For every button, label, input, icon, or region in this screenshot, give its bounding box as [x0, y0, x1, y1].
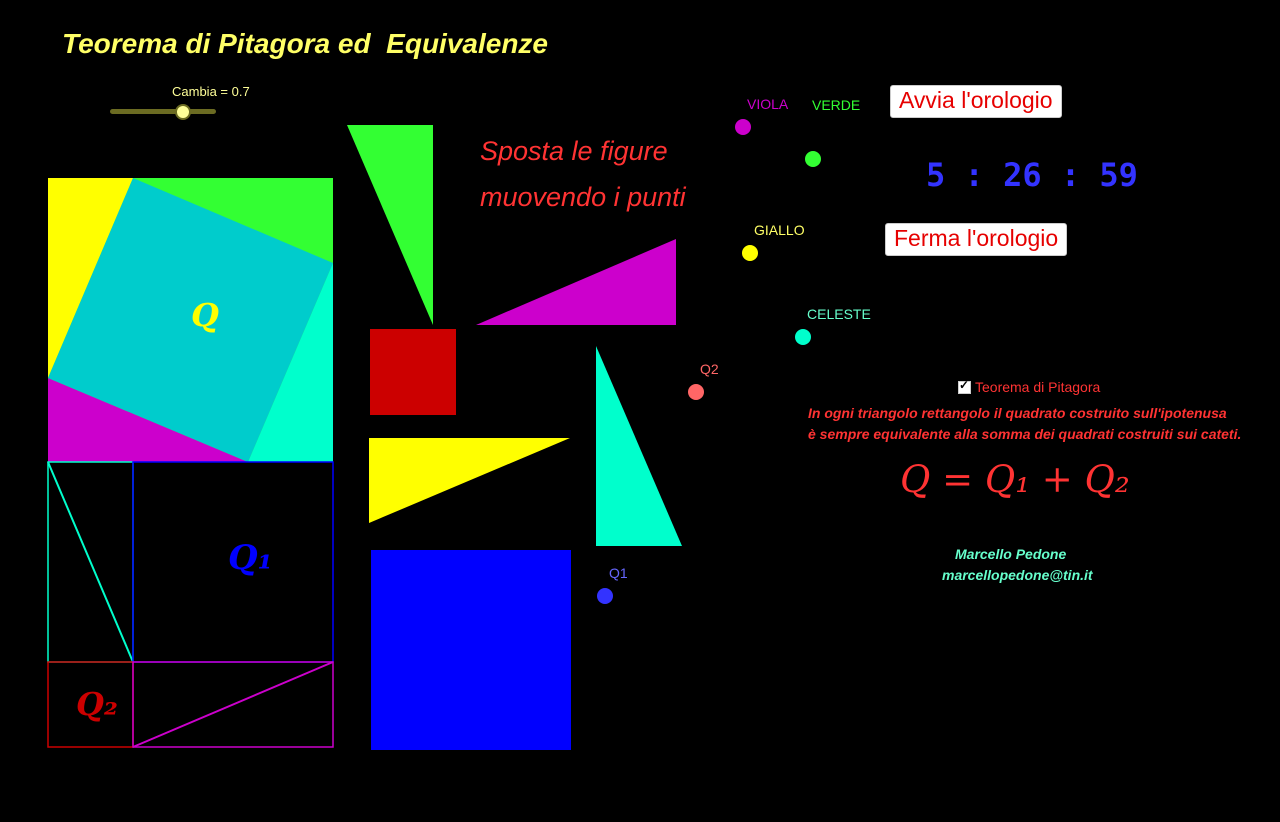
theorem-formula: Q = Q₁ + Q₂ — [900, 458, 1130, 501]
author-email: marcellopedone@tin.it — [942, 567, 1093, 583]
aqua-triangle[interactable] — [596, 346, 682, 546]
point-viola[interactable] — [735, 119, 751, 135]
point-q1[interactable] — [597, 588, 613, 604]
theorem-checkbox-row[interactable]: Teorema di Pitagora — [958, 378, 1101, 395]
aqua-diagonal — [47, 461, 134, 663]
instructions-line1: Sposta le figure — [480, 136, 668, 166]
instructions-line2: muovendo i punti — [480, 182, 686, 212]
blue-square-q1[interactable] — [371, 550, 571, 750]
author-name: Marcello Pedone — [955, 546, 1067, 562]
point-label-giallo: GIALLO — [754, 222, 805, 238]
red-square-q2[interactable] — [370, 329, 456, 415]
instructions: Sposta le figure muovendo i punti — [480, 128, 686, 220]
theorem-description: In ogni triangolo rettangolo il quadrato… — [808, 403, 1241, 445]
start-clock-button[interactable]: Avvia l'orologio — [890, 85, 1062, 118]
point-giallo[interactable] — [742, 245, 758, 261]
point-label-viola: VIOLA — [747, 96, 789, 112]
label-q1: Q₁ — [228, 538, 273, 578]
theorem-description-line2: è sempre equivalente alla somma dei quad… — [808, 426, 1242, 442]
label-q2: Q₂ — [76, 685, 118, 723]
theorem-checkbox-label: Teorema di Pitagora — [975, 379, 1101, 395]
point-label-q1: Q1 — [609, 565, 628, 581]
point-label-verde: VERDE — [812, 97, 861, 113]
point-q2[interactable] — [688, 384, 704, 400]
label-q: Q — [191, 296, 219, 334]
slider-track[interactable] — [110, 109, 216, 114]
point-label-celeste: CELESTE — [807, 306, 871, 322]
point-label-q2: Q2 — [700, 361, 719, 377]
slider-handle[interactable] — [175, 104, 191, 120]
theorem-description-line1: In ogni triangolo rettangolo il quadrato… — [808, 405, 1227, 421]
stop-clock-button[interactable]: Ferma l'orologio — [885, 223, 1068, 256]
page-title: Teorema di Pitagora ed Equivalenze — [62, 28, 548, 59]
hypotenuse-square-q — [48, 178, 333, 462]
theorem-checkbox[interactable] — [958, 378, 971, 394]
magenta-triangle[interactable] — [476, 239, 676, 325]
yellow-triangle[interactable] — [369, 438, 570, 523]
magenta-rect-outline — [132, 661, 334, 748]
slider-label: Cambia = 0.7 — [172, 84, 250, 99]
point-verde[interactable] — [805, 151, 821, 167]
green-triangle[interactable] — [347, 125, 433, 325]
clock-display: 5 : 26 : 59 — [926, 156, 1138, 194]
magenta-diagonal — [132, 661, 334, 748]
point-celeste[interactable] — [795, 329, 811, 345]
